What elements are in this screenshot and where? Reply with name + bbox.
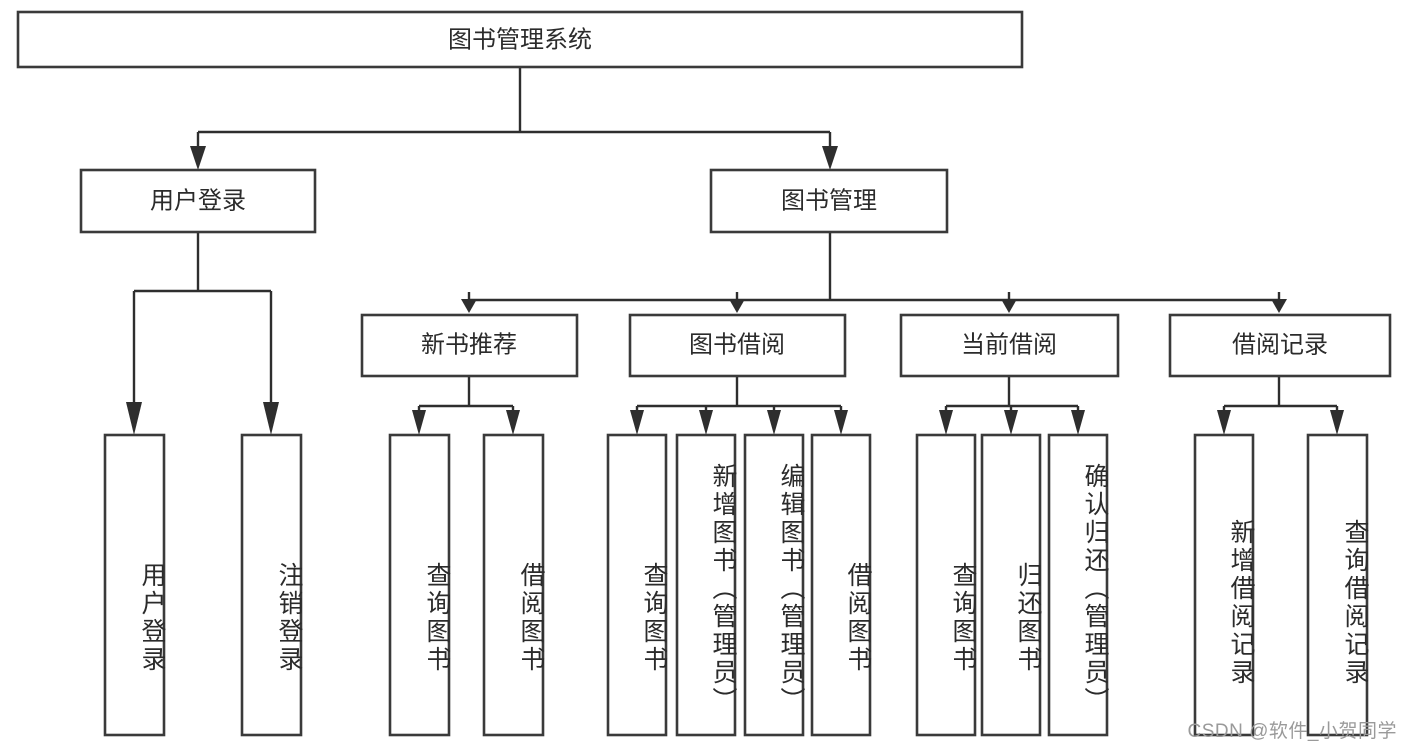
arrow-to-leaf-logout [263, 402, 279, 435]
arrow-to-leaf-edit-book [767, 410, 781, 435]
leaf-logout[interactable] [240, 433, 303, 737]
arrow-to-leaf-add-book [699, 410, 713, 435]
node-user-login[interactable] [79, 168, 317, 234]
arrow-to-borrow-record [1271, 299, 1287, 313]
arrow-to-leaf-query-book-1 [412, 410, 426, 435]
node-book-borrow-label: 图书借阅 [689, 331, 785, 358]
node-book-management[interactable] [709, 168, 949, 234]
leaf-add-borrow-record[interactable] [1193, 433, 1255, 737]
arrow-to-leaf-query-book-3 [939, 410, 953, 435]
node-new-book-recommend-label: 新书推荐 [421, 331, 517, 358]
node-root-system-label: 图书管理系统 [448, 26, 592, 53]
leaf-confirm-return-admin[interactable] [1047, 433, 1109, 737]
arrow-to-leaf-return-book [1004, 410, 1018, 435]
arrow-to-leaf-query-book-2 [630, 410, 644, 435]
leaf-query-book-borrow[interactable] [606, 433, 668, 737]
arrow-to-leaf-borrow-book-2 [834, 410, 848, 435]
arrow-to-book-borrow [729, 299, 745, 313]
arrow-to-leaf-query-record [1330, 410, 1344, 435]
leaf-return-book[interactable] [980, 433, 1042, 737]
arrow-to-leaf-add-record [1217, 410, 1231, 435]
node-borrow-record[interactable] [1168, 313, 1392, 378]
arrow-root-to-book-mgmt [822, 146, 838, 170]
node-new-book-recommend[interactable] [360, 313, 579, 378]
leaf-edit-book-admin[interactable] [743, 433, 805, 737]
leaf-borrow-book[interactable] [810, 433, 872, 737]
leaf-query-book-recommend[interactable] [388, 433, 451, 737]
arrow-to-new-book-recommend [461, 299, 477, 313]
leaf-add-book-admin[interactable] [675, 433, 737, 737]
arrow-to-leaf-confirm-return [1071, 410, 1085, 435]
leaf-borrow-book-recommend[interactable] [482, 433, 545, 737]
arrow-to-current-borrow [1001, 299, 1017, 313]
connectors-layer [126, 67, 1344, 435]
node-user-login-label: 用户登录 [150, 187, 246, 214]
node-current-borrow-label: 当前借阅 [961, 331, 1057, 358]
csdn-watermark: CSDN @软件_小贺同学 [1187, 721, 1397, 742]
node-book-management-label: 图书管理 [781, 187, 877, 214]
node-borrow-record-label: 借阅记录 [1232, 331, 1328, 358]
node-root-system[interactable] [16, 10, 1024, 69]
arrow-to-leaf-user-login [126, 402, 142, 435]
leaf-query-book-current[interactable] [915, 433, 977, 737]
arrow-root-to-user-login [190, 146, 206, 170]
node-book-borrow[interactable] [628, 313, 847, 378]
leaf-query-borrow-record[interactable] [1306, 433, 1369, 737]
nodes-layer: 图书管理系统 用户登录 图书管理 新书推荐 图书借阅 当前借阅 借阅记录 [16, 10, 1392, 737]
node-current-borrow[interactable] [899, 313, 1120, 378]
arrow-to-leaf-borrow-book-1 [506, 410, 520, 435]
leaf-user-login[interactable] [103, 433, 166, 737]
